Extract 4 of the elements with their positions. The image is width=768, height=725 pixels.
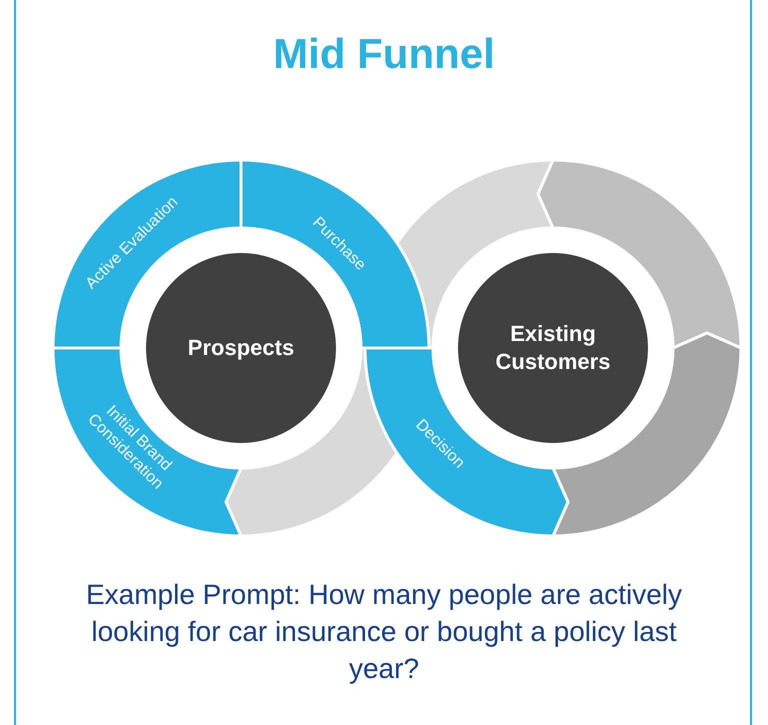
title: Mid Funnel [272, 30, 496, 78]
group-label: Prospects [186, 334, 296, 362]
group-label: Existing Customers [494, 320, 612, 376]
caption: Example Prompt: How many people are actively looking for car insurance or bought a policy last year? [84, 578, 684, 686]
